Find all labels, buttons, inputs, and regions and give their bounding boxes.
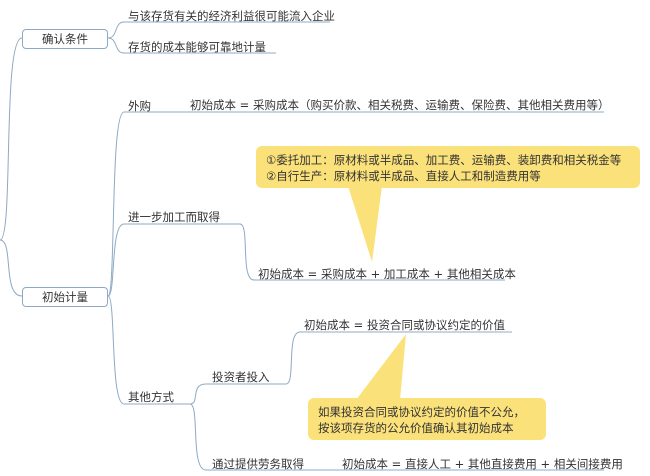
node-initial[interactable]: 初始计量 <box>22 287 108 307</box>
node-other[interactable]: 其他方式 <box>128 390 174 404</box>
trunk-connector <box>0 37 23 241</box>
node-purchase-formula[interactable]: 初始成本 = 采购成本（购买价款、相关税费、运输费、保险费、其他相关费用等） <box>190 98 610 112</box>
node-process[interactable]: 进一步加工而取得 <box>128 210 220 224</box>
investor-note-line-1: 如果投资合同或协议约定的价值不公允， <box>318 405 525 419</box>
node-purchase[interactable]: 外购 <box>128 99 151 113</box>
initial-connector <box>107 295 190 405</box>
process-note-line-1: ①委托加工：原材料或半成品、加工费、运输费、装卸费和相关税金等 <box>266 153 622 167</box>
node-investor[interactable]: 投资者投入 <box>212 370 270 384</box>
process-note-pointer <box>348 186 382 262</box>
initial-connector <box>107 111 176 297</box>
confirm-connector <box>107 37 276 54</box>
node-service-formula[interactable]: 初始成本 = 直接人工 + 其他直接费用 + 相关间接费用 <box>342 457 623 471</box>
process-connector <box>239 223 505 281</box>
node-process-formula[interactable]: 初始成本 = 采购成本 + 加工成本 + 其他相关成本 <box>258 267 516 281</box>
investor-note-pointer <box>356 334 406 400</box>
other-connector <box>189 383 286 405</box>
investor-note: 如果投资合同或协议约定的价值不公允， 按该项存货的公允价值确认其初始成本 <box>308 398 546 440</box>
other-connector <box>189 403 328 471</box>
trunk-connector <box>0 239 23 297</box>
node-confirm-a[interactable]: 与该存货有关的经济利益很可能流入企业 <box>128 9 335 23</box>
investor-note-line-2: 按该项存货的公允价值确认其初始成本 <box>318 421 514 435</box>
investor-connector <box>285 331 512 385</box>
confirm-connector <box>107 21 330 39</box>
node-confirm[interactable]: 确认条件 <box>22 29 108 49</box>
node-investor-formula[interactable]: 初始成本 = 投资合同或协议约定的价值 <box>304 318 505 332</box>
process-note: ①委托加工：原材料或半成品、加工费、运输费、装卸费和相关税金等 ②自行生产：原材… <box>256 146 640 188</box>
node-confirm-b[interactable]: 存货的成本能够可靠地计量 <box>128 40 266 54</box>
process-note-line-2: ②自行生产：原材料或半成品、直接人工和制造费用等 <box>266 169 541 183</box>
initial-connector <box>107 223 240 297</box>
node-service[interactable]: 通过提供劳务取得 <box>212 457 304 471</box>
